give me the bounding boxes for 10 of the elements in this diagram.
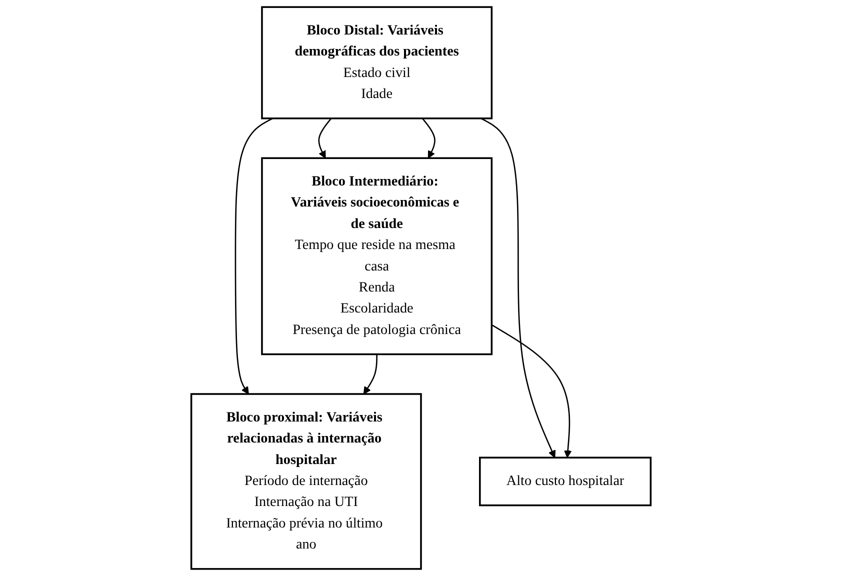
node-box: Bloco Intermediário: Variáveis socioeconômicas e de saúde Tempo que reside na mesma casa Renda Escolaridade Presença de patologia crônica bbox=[260, 157, 492, 356]
arrow bbox=[234, 118, 272, 394]
arrow bbox=[362, 354, 377, 394]
arrow bbox=[490, 324, 572, 458]
arrow bbox=[421, 118, 435, 158]
node-box: Bloco Distal: Variáveis demográficas dos pacientes Estado civil Idade bbox=[260, 6, 492, 120]
node-box: Alto custo hospitalar bbox=[478, 456, 652, 506]
node-box: Bloco proximal: Variáveis relacionadas à internação hospitalar Período de internação Internação na UTI Internação prévia no último ano bbox=[190, 393, 422, 570]
arrow bbox=[318, 118, 332, 158]
arrow bbox=[480, 118, 556, 458]
